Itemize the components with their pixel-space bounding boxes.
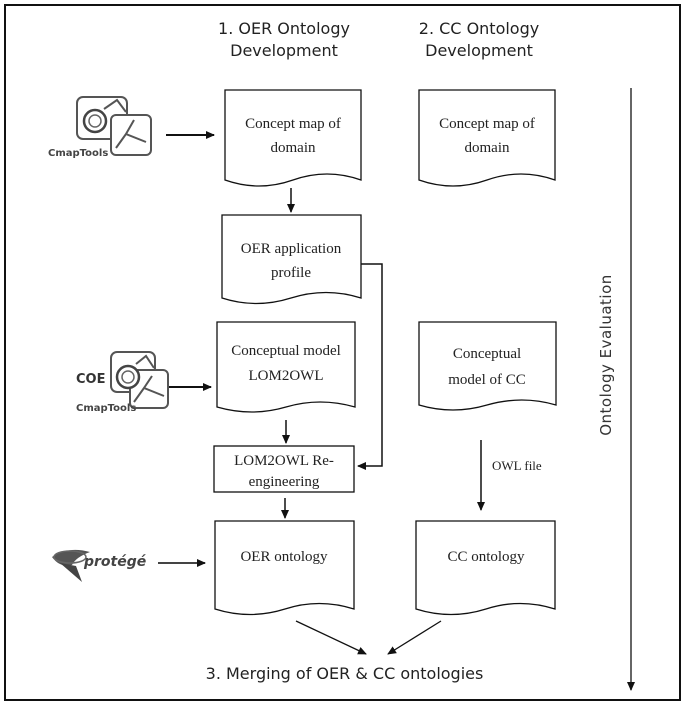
doc-cc-ontology: CC ontology (415, 520, 556, 616)
protege-logo: protégé (52, 549, 147, 582)
arrow-cc-to-merge (387, 620, 442, 655)
doc-oer-ontology: OER ontology (214, 520, 355, 616)
owl-file-label: OWL file (492, 458, 542, 473)
doc-oer-concept-map: Concept map of domain (224, 89, 362, 187)
doc-oer-ontology-label: OER ontology (240, 549, 328, 565)
doc-cc-ontology-label: CC ontology (447, 549, 525, 565)
col1-title-line2: Development (230, 41, 338, 60)
cmaptools-logo-top-label: CmapTools (48, 148, 108, 159)
doc-oer-concept-map-line2: domain (271, 140, 316, 156)
col2-title: 2. CC Ontology Development (399, 18, 559, 62)
diagram-frame (4, 4, 681, 701)
doc-oer-app-profile-line1: OER application (241, 241, 342, 257)
doc-conceptual-lom2owl-line2: LOM2OWL (249, 368, 324, 384)
coe-label: COE (76, 372, 105, 387)
cmaptools-logo-top: CmapTools (48, 96, 152, 159)
doc-conceptual-cc-line2: model of CC (448, 372, 526, 388)
doc-conceptual-cc-line1: Conceptual (453, 346, 521, 362)
box-lom2owl-line1: LOM2OWL Re- (234, 453, 334, 469)
protege-logo-label: protégé (83, 554, 147, 570)
doc-oer-concept-map-line1: Concept map of (245, 116, 341, 132)
doc-oer-app-profile-line2: profile (271, 265, 311, 281)
box-lom2owl-line2: engineering (249, 474, 320, 490)
doc-conceptual-lom2owl-line1: Conceptual model (231, 343, 341, 359)
col2-title-line2: Development (425, 41, 533, 60)
cmaptools-logo-bottom-label: CmapTools (76, 403, 136, 414)
box-lom2owl-reengineering: LOM2OWL Re- engineering (213, 445, 355, 493)
coe-cmaptools-logo: COE CmapTools (76, 351, 169, 414)
doc-conceptual-lom2owl: Conceptual model LOM2OWL (216, 321, 356, 413)
arrow-oer-to-merge (295, 620, 367, 655)
col1-title-line1: 1. OER Ontology (218, 19, 350, 38)
doc-cc-concept-map-line2: domain (465, 140, 510, 156)
merge-title: 3. Merging of OER & CC ontologies (205, 664, 484, 683)
ontology-evaluation-label: Ontology Evaluation (597, 274, 615, 436)
col1-title: 1. OER Ontology Development (204, 18, 364, 62)
doc-conceptual-cc: Conceptual model of CC (418, 321, 557, 411)
arrow-profile-to-reengineering (357, 263, 383, 470)
col2-title-line1: 2. CC Ontology (418, 19, 540, 38)
doc-oer-app-profile: OER application profile (221, 214, 362, 305)
doc-cc-concept-map: Concept map of domain (418, 89, 556, 187)
doc-cc-concept-map-line1: Concept map of (439, 116, 535, 132)
